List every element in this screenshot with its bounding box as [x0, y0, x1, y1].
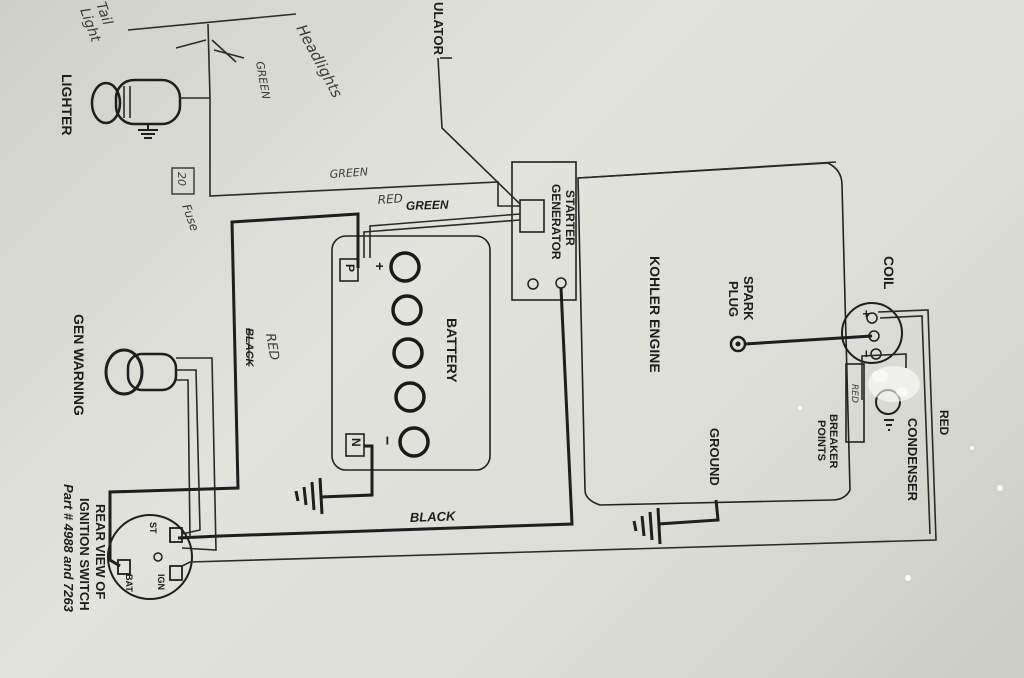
ignition-switch	[107, 514, 193, 600]
spark-label: SPARK	[741, 276, 756, 321]
points-label: POINTS	[815, 420, 827, 461]
switch-terminal-st	[169, 527, 183, 543]
battery-ground-icon	[294, 477, 324, 515]
battery-label: BATTERY	[444, 318, 460, 383]
battery-box	[331, 235, 491, 471]
switch-center	[153, 552, 163, 562]
black-label: BLACK	[410, 508, 458, 525]
ignition-part: Part # 4988 and 7263	[61, 484, 76, 613]
engine-ground-icon	[632, 507, 662, 545]
battery-pos-terminal	[339, 258, 359, 282]
switch-st-label: ST	[148, 522, 158, 534]
lighter-knob	[90, 81, 122, 125]
generator-terminal-d	[527, 278, 539, 290]
generator-terminal-a	[555, 277, 567, 289]
green-note-1: GREEN	[253, 60, 272, 100]
gen-warning-body	[126, 352, 178, 392]
gen-warning-lamp	[104, 348, 144, 396]
generator-terminal-block	[519, 199, 545, 233]
ground-label: GROUND	[707, 428, 722, 486]
gen-warning-label: GEN WARNING	[71, 314, 87, 416]
battery-p-label: P	[343, 264, 357, 272]
coil-terminal-top	[866, 312, 878, 324]
red-note-1: RED	[377, 191, 403, 207]
coil-label: COIL	[881, 256, 897, 290]
battery-n-label: N	[349, 438, 363, 447]
battery-cell	[389, 251, 421, 283]
fuse-amps-note: 20	[175, 172, 188, 186]
lighter-body	[114, 78, 182, 126]
headlights-note: Headlights	[292, 21, 346, 100]
tail-light-note-1: Tail	[92, 0, 115, 27]
battery-plus-label: +	[372, 262, 388, 270]
breaker-points-box	[845, 363, 865, 443]
coil	[841, 302, 903, 364]
coil-plus-label: +	[859, 310, 874, 318]
battery-minus-label: −	[378, 436, 395, 445]
battery-cell	[391, 294, 423, 326]
switch-bat-label: BAT	[124, 574, 134, 592]
generator-label: GENERATOR	[549, 184, 563, 260]
starter-generator-box	[511, 161, 577, 301]
battery-cell	[398, 426, 430, 458]
fuse-box	[171, 167, 195, 195]
breaker-label: BREAKER	[827, 414, 839, 468]
red-note-3: RED	[849, 384, 859, 403]
switch-terminal-ign	[169, 565, 183, 581]
switch-terminal-bat	[117, 559, 131, 575]
ignition-title-1: REAR VIEW OF	[93, 504, 108, 599]
battery-cell	[392, 337, 424, 369]
lighter-ground-icon	[138, 124, 158, 139]
glare-reflection	[798, 366, 1003, 581]
green-printed-label: GREEN	[406, 198, 449, 213]
regulator-label: ULATOR	[431, 2, 446, 56]
black-crossed-label: BLACK	[243, 328, 255, 368]
plug-label: PLUG	[726, 281, 741, 317]
kohler-engine-label: KOHLER ENGINE	[647, 256, 663, 373]
switch-ign-label: IGN	[156, 574, 166, 590]
red-note-2: RED	[262, 332, 282, 361]
battery-cell	[394, 381, 426, 413]
ignition-title-2: IGNITION SWITCH	[77, 498, 92, 611]
fuse-note: Fuse	[179, 202, 202, 233]
condenser-ground-icon	[884, 419, 894, 431]
condenser-label: CONDENSER	[905, 418, 920, 502]
starter-label: STARTER	[563, 190, 577, 246]
coil-minus-label: −	[859, 350, 874, 358]
red-label: RED	[937, 410, 951, 436]
coil-terminal-bot	[870, 348, 882, 360]
kohler-engine-outline	[577, 162, 851, 506]
green-note-2: GREEN	[329, 165, 368, 181]
lighter-label: LIGHTER	[59, 74, 75, 135]
